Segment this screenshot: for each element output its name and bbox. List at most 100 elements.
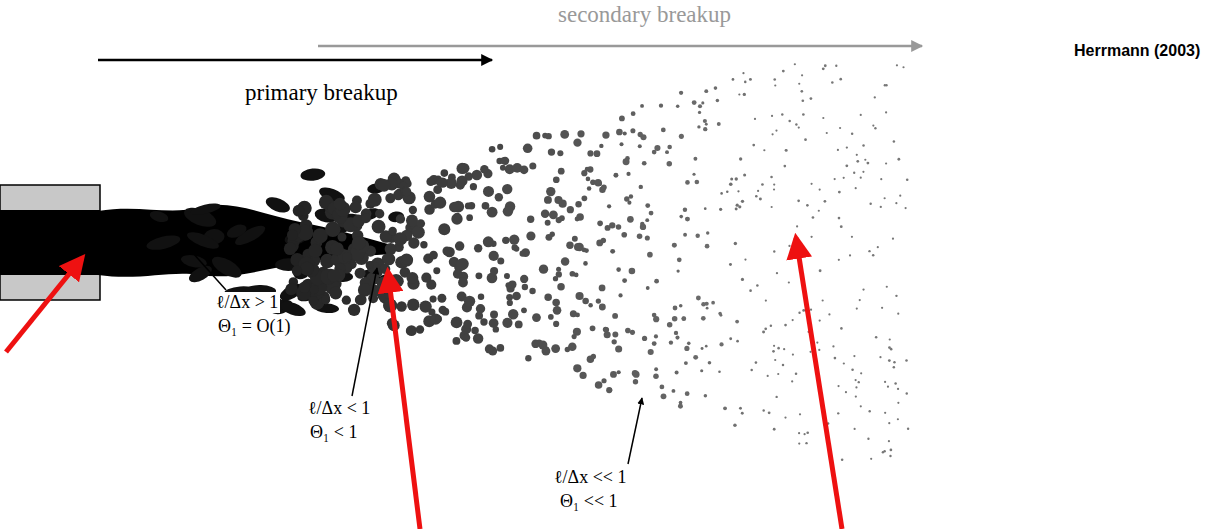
droplet [700,369,703,372]
droplet [466,214,473,221]
droplet [739,407,742,410]
highlight-arrow [388,272,420,529]
droplet [667,161,672,166]
droplet [752,144,755,147]
droplet [632,370,638,376]
droplet [629,268,636,275]
droplet [575,217,580,222]
droplet [743,93,746,96]
droplet [406,325,417,336]
droplet [882,451,884,453]
droplet [770,325,772,327]
droplet [630,128,635,133]
droplet [845,391,847,393]
droplet [693,157,697,161]
droplet [757,190,759,192]
droplet [828,313,830,315]
droplet [575,201,581,207]
droplet [806,431,809,434]
droplet [855,386,857,388]
droplet [588,303,593,308]
droplet [646,286,650,290]
ratio-label: ℓ/Δx < 1 [306,398,372,419]
droplet [412,226,425,239]
droplet [831,81,834,84]
droplet [613,173,618,178]
droplet [652,341,657,346]
droplet [672,389,676,393]
droplet [826,132,828,134]
droplet [762,331,765,334]
droplet [860,372,862,374]
droplet [853,172,855,174]
droplet [451,213,462,224]
droplet [879,356,881,358]
droplet [408,237,419,248]
droplet [557,283,565,291]
droplet [774,84,776,86]
droplet [421,273,431,283]
droplet [552,299,560,307]
droplet [586,177,591,182]
droplet [612,339,617,344]
droplet [840,225,843,228]
droplet [602,131,609,138]
droplet [854,428,856,430]
droplet [840,327,843,330]
droplet [560,130,569,139]
droplet [880,178,882,180]
droplet [619,116,625,122]
droplet [894,382,896,384]
droplet [819,269,822,272]
droplet [293,205,305,217]
droplet [888,359,891,362]
droplet [697,125,700,128]
droplet [735,320,739,324]
droplet [566,242,573,249]
droplet [791,380,793,382]
droplet [756,284,759,287]
droplet [838,191,841,194]
droplet [855,187,857,189]
droplet [582,248,587,253]
droplet [772,350,775,353]
droplet [601,378,606,383]
droplet [435,316,442,323]
droplet [837,412,839,414]
liquid-fragment [180,253,208,269]
droplet [520,275,528,283]
droplet [674,331,678,335]
droplet [502,184,512,194]
droplet [849,254,851,256]
droplet [457,175,468,186]
droplet [819,319,821,321]
droplet [603,327,608,332]
droplet [541,210,549,218]
droplet [687,342,691,346]
droplet [706,307,709,310]
droplet [819,188,821,190]
droplet [798,312,800,314]
droplet [638,144,642,148]
pointer-line [352,268,377,396]
droplet [804,138,807,141]
droplet [866,162,869,165]
droplet [455,241,465,251]
droplet [520,251,526,257]
droplet [877,246,879,248]
droplet [783,165,786,168]
droplet [797,200,800,203]
droplet [458,278,468,288]
droplet [621,232,627,238]
droplet [763,149,765,151]
droplet [525,355,531,361]
droplet [897,402,899,404]
droplet [497,344,505,352]
droplet [402,187,411,196]
droplet [489,146,496,153]
droplet [884,381,886,383]
droplet [595,381,603,389]
droplet [451,317,463,329]
droplet [557,150,563,156]
droplet [553,176,560,183]
